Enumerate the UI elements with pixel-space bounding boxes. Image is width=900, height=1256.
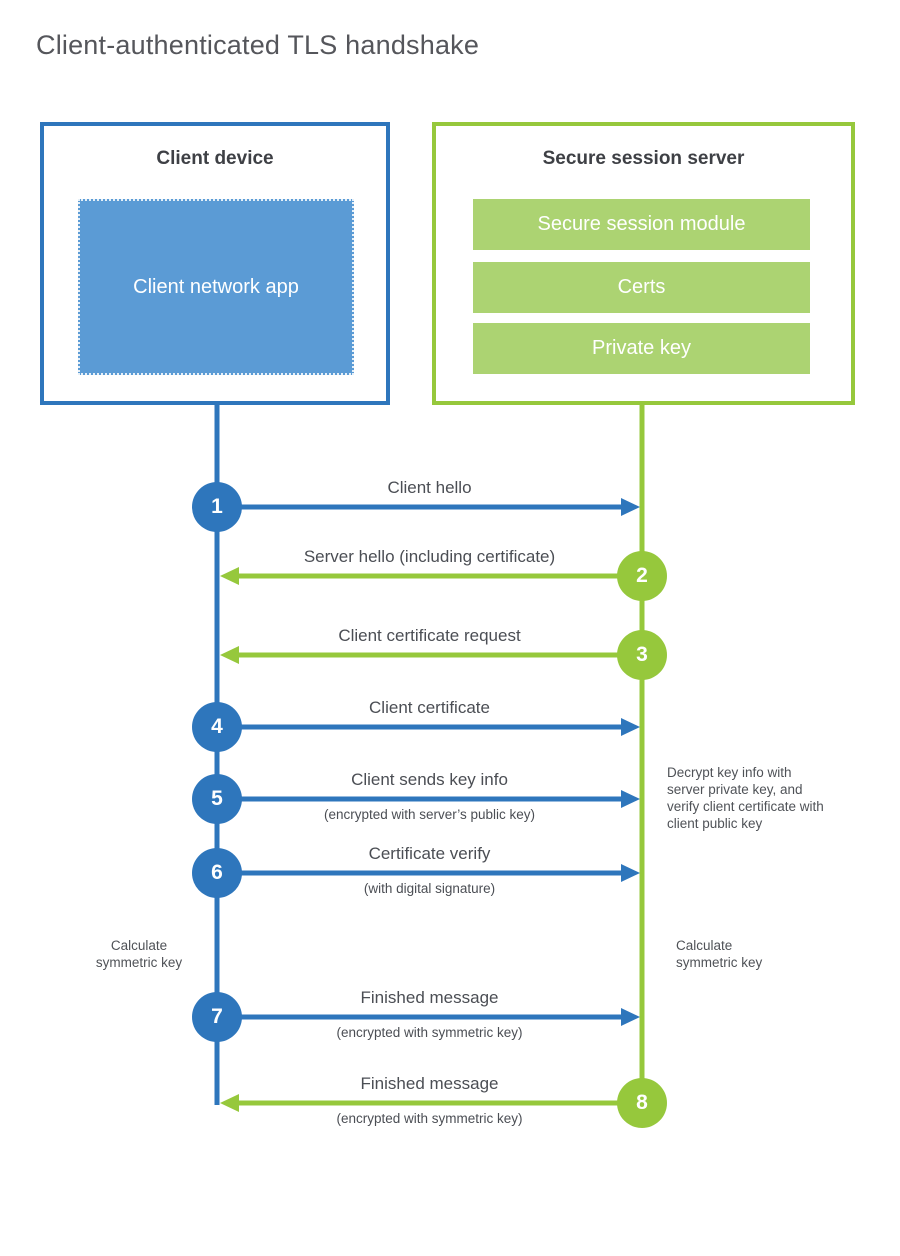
arrow-shaft-step-4 — [217, 724, 621, 730]
arrow-head-step-8 — [220, 1094, 239, 1112]
step-label-7: Finished message — [360, 988, 499, 1007]
step-circle-6: 6 — [192, 848, 242, 898]
arrow-head-step-7 — [621, 1008, 640, 1026]
client-network-app-box: Client network app — [78, 199, 354, 375]
step-sublabel-5: (encrypted with server’s public key) — [323, 807, 536, 822]
client-lifeline — [214, 405, 220, 1105]
step-label-8: Finished message — [360, 1074, 499, 1093]
client-network-app-label: Client network app — [133, 276, 299, 298]
server-lifeline — [639, 405, 645, 1105]
step-circle-4: 4 — [192, 702, 242, 752]
client-device-box: Client device Client network app — [40, 122, 390, 405]
arrow-shaft-step-7 — [217, 1014, 621, 1020]
client-calc-symmetric-key-note: Calculate symmetric key — [95, 938, 183, 970]
client-device-title: Client device — [156, 148, 274, 169]
arrow-shaft-step-3 — [239, 652, 642, 658]
step-label-1: Client hello — [387, 478, 472, 497]
step-label-3: Client certificate request — [338, 626, 521, 645]
step-circle-1: 1 — [192, 482, 242, 532]
server-module-private-key: Private key — [473, 323, 810, 374]
server-module-certs: Certs — [473, 262, 810, 313]
secure-session-server-box: Secure session server Secure session mod… — [432, 122, 855, 405]
step-circle-2: 2 — [617, 551, 667, 601]
arrow-head-step-1 — [621, 498, 640, 516]
arrow-head-step-2 — [220, 567, 239, 585]
secure-session-server-title: Secure session server — [542, 148, 745, 169]
step-sublabel-7: (encrypted with symmetric key) — [336, 1025, 523, 1040]
arrow-shaft-step-2 — [239, 573, 642, 579]
arrow-shaft-step-8 — [239, 1100, 642, 1106]
step-circle-8: 8 — [617, 1078, 667, 1128]
arrow-head-step-5 — [621, 790, 640, 808]
arrow-shaft-step-5 — [217, 796, 621, 802]
step-circle-7: 7 — [192, 992, 242, 1042]
arrow-shaft-step-6 — [217, 870, 621, 876]
step-circle-3: 3 — [617, 630, 667, 680]
server-module-secure-session-module: Secure session module — [473, 199, 810, 250]
server-calc-symmetric-key-note: Calculate symmetric key — [676, 938, 763, 970]
step-circle-5: 5 — [192, 774, 242, 824]
page-title: Client-authenticated TLS handshake — [36, 30, 480, 60]
step-sublabel-8: (encrypted with symmetric key) — [336, 1111, 523, 1126]
arrow-shaft-step-1 — [217, 504, 621, 510]
arrow-head-step-6 — [621, 864, 640, 882]
step-label-4: Client certificate — [369, 698, 490, 717]
step-label-5: Client sends key info — [351, 770, 508, 789]
step-label-2: Server hello (including certificate) — [303, 547, 556, 566]
arrow-head-step-3 — [220, 646, 239, 664]
arrow-head-step-4 — [621, 718, 640, 736]
step-label-6: Certificate verify — [368, 844, 491, 863]
server-decrypt-note: Decrypt key info with server private key… — [667, 765, 824, 831]
step-sublabel-6: (with digital signature) — [363, 881, 496, 896]
